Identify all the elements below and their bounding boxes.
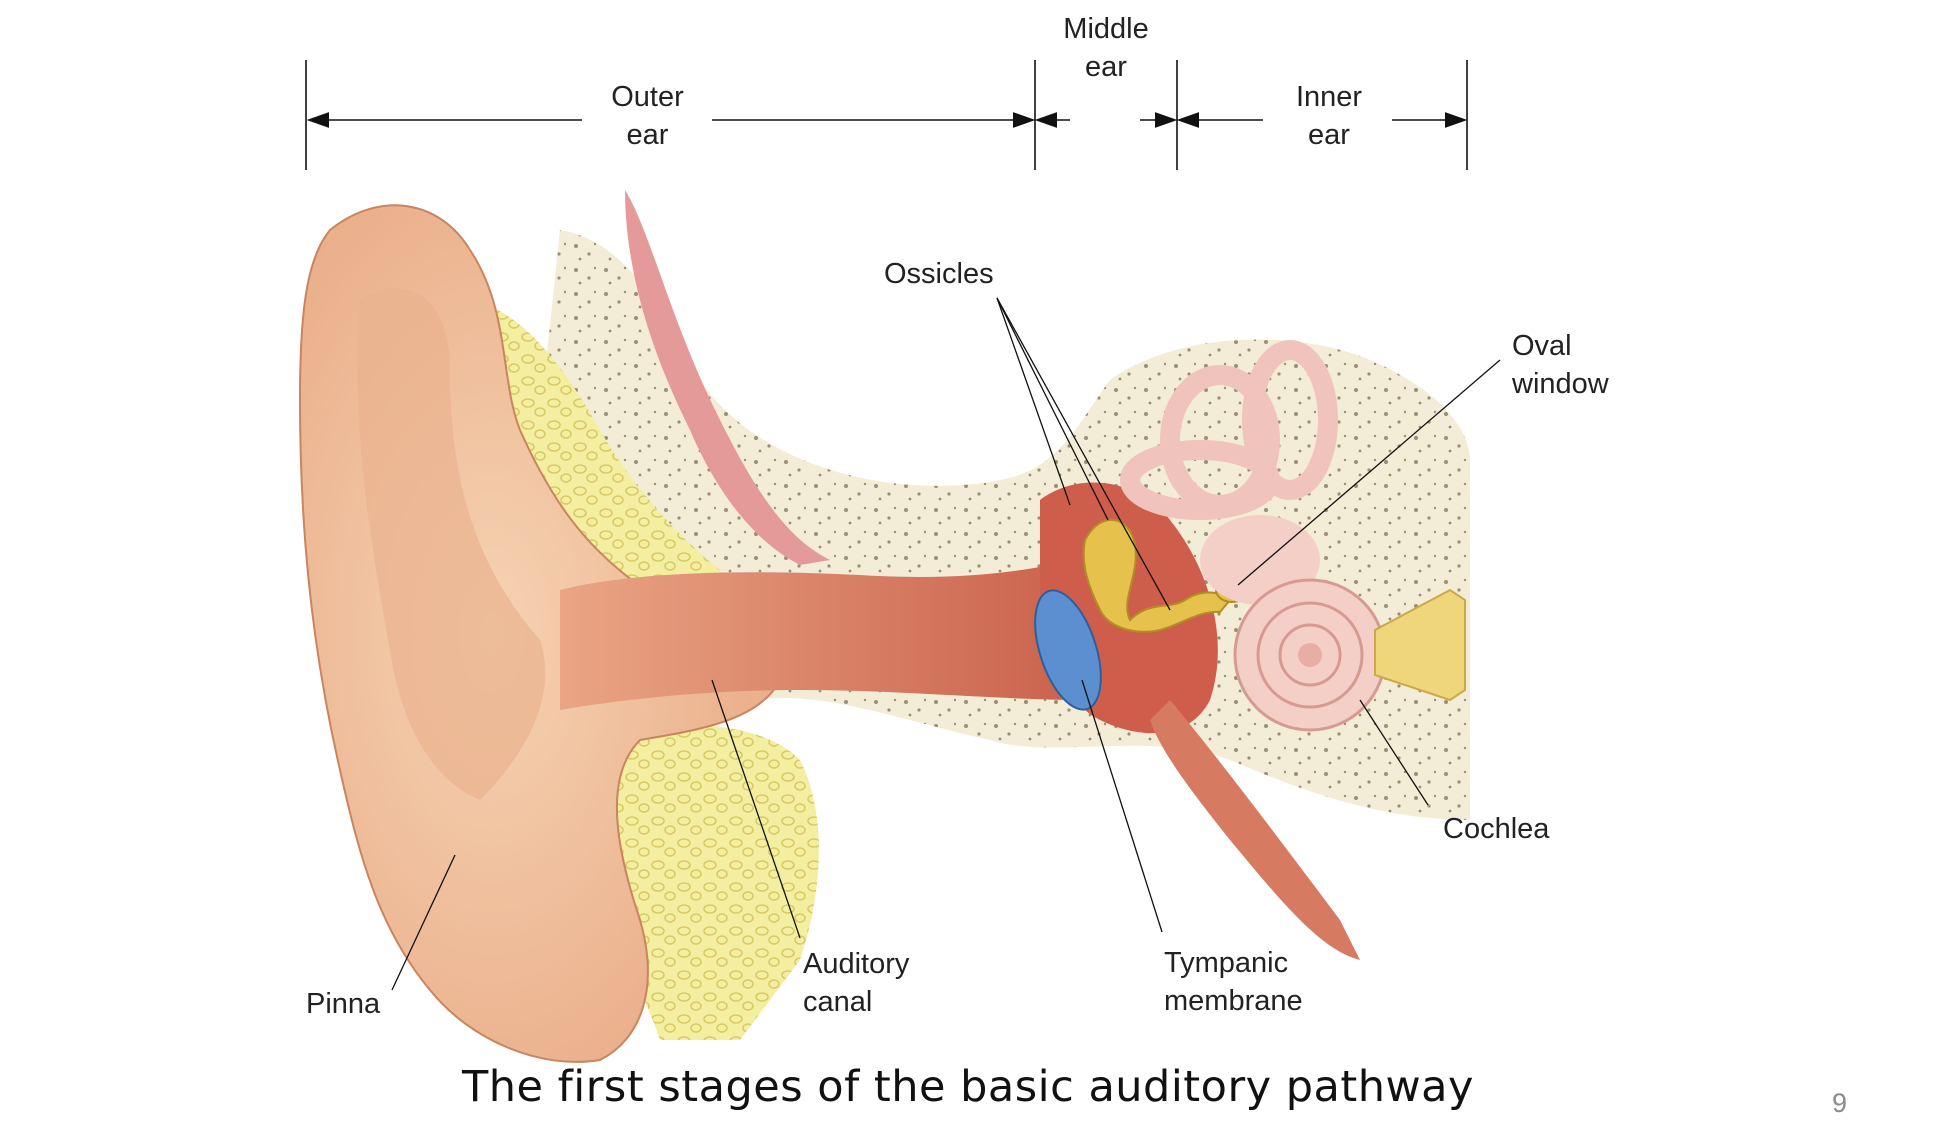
cochlea-shape <box>1233 578 1387 732</box>
cochlea-label: Cochlea <box>1443 813 1550 845</box>
auditory-canal-shape <box>560 565 1085 710</box>
ossicles-label: Ossicles <box>884 258 994 290</box>
vessel-band <box>625 190 830 565</box>
middle-ear-label: Middle ear <box>1063 13 1149 83</box>
pinna-label: Pinna <box>306 988 381 1020</box>
auditory-canal-label: Auditory canal <box>803 948 910 1018</box>
section-brackets <box>305 60 1468 170</box>
cartilage-lower <box>600 724 819 1040</box>
diagram-caption: The first stages of the basic auditory p… <box>462 1062 1474 1112</box>
eustachian-tube <box>1150 700 1360 960</box>
tympanic-membrane-shape <box>1034 589 1102 711</box>
leader-lines <box>391 297 1501 991</box>
inner-ear-label: Inner ear <box>1295 81 1363 151</box>
oval-window-label: Oval window <box>1512 330 1609 400</box>
semicircular-canals <box>1120 340 1338 520</box>
outer-ear-label: Outer ear <box>611 81 684 151</box>
auditory-nerve <box>1374 588 1466 702</box>
page-number: 9 <box>1832 1088 1848 1118</box>
tympanic-membrane-label: Tympanic membrane <box>1164 947 1303 1017</box>
